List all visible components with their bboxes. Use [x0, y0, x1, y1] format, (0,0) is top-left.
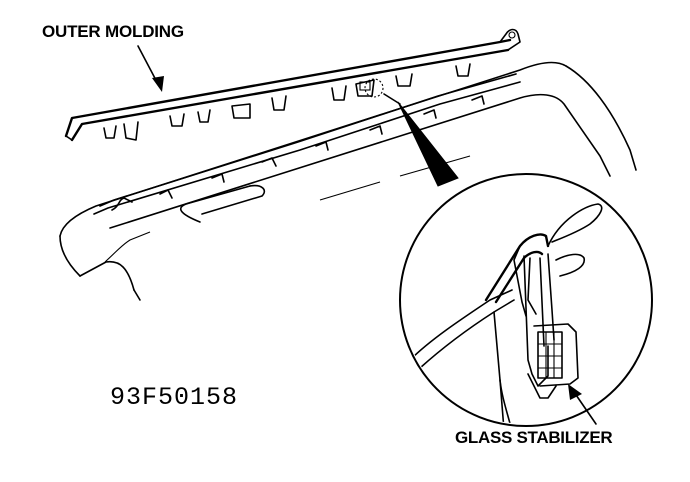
figure-code: 93F50158	[110, 383, 239, 412]
glass-stabilizer-label: GLASS STABILIZER	[455, 428, 613, 447]
callout-wedge	[397, 101, 459, 187]
outer-molding-label: OUTER MOLDING	[42, 22, 184, 41]
detail-circle	[399, 173, 653, 427]
outer-molding-arrow	[137, 45, 164, 92]
outer-molding-strip	[64, 28, 521, 142]
glass-stabilizer-arrow	[568, 384, 597, 425]
windshield-channel	[93, 73, 521, 215]
